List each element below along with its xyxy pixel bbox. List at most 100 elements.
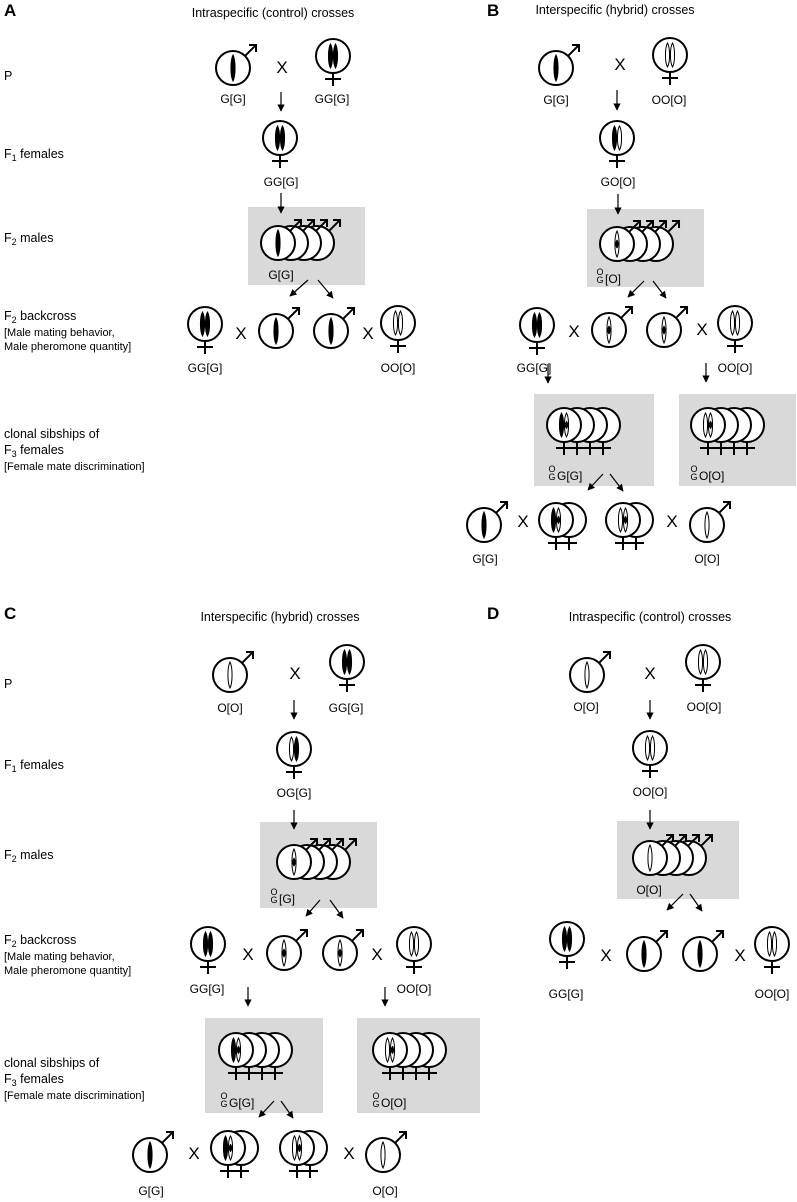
c-row-note-backcross-2: Male pheromone quantity] [4, 965, 131, 977]
d-bc-right-cross: X [734, 946, 745, 965]
chromosome-g [293, 735, 300, 763]
row-label-p: P [4, 69, 12, 83]
b-f2-geno: O G [O] [596, 267, 621, 286]
a-bc-left-female [187, 306, 223, 354]
male-symbol-shaft [305, 838, 318, 851]
b-f3-right-stack-top: O [690, 464, 697, 474]
chromosome-recombinant-segment [623, 515, 628, 525]
chromosome-g [481, 510, 487, 540]
b-p-male-geno: G[G] [543, 93, 568, 107]
b-arrow-f2-right [652, 280, 667, 299]
c-f3-right-geno: O G O[O] [372, 1091, 406, 1110]
chromosome-recombinant-segment [615, 239, 619, 249]
male-symbol-shaft [700, 834, 713, 847]
chromosome-o [584, 660, 590, 690]
d-bc-left-female-geno: GG[G] [549, 987, 584, 1001]
b-p-male [538, 43, 581, 86]
chromosome-g [550, 506, 557, 534]
a-p-male [215, 43, 258, 86]
chromosome-o [766, 930, 773, 958]
chromosome-o [392, 309, 399, 337]
a-p-male-geno: G[G] [220, 92, 245, 106]
b-f2-stack-top: O [596, 267, 603, 277]
chromosome-g [279, 124, 286, 152]
c-arrow-f2-right [329, 899, 344, 919]
c-row-label-f2: F2 males [4, 848, 53, 864]
b-test-right-male-geno: O[O] [694, 552, 719, 566]
b-arrow-f3-right [609, 473, 624, 492]
male-symbol-head [292, 306, 301, 315]
male-symbol-shaft [654, 220, 667, 233]
chromosome-g [199, 310, 206, 338]
c-bc-left-female [190, 926, 226, 974]
a-bc-right-female [380, 305, 416, 353]
c-f3-left-females [218, 1032, 293, 1080]
chromosome-recombinant-segment [390, 1045, 395, 1055]
a-bc-right-female-geno: OO[O] [381, 361, 416, 375]
c-f3-left-stack-top: O [220, 1091, 227, 1101]
male-symbol-head [307, 218, 316, 227]
chromosome-recombinant-segment [297, 1143, 302, 1153]
male-symbol-head [672, 219, 681, 228]
b-f3-right-suffix: O[O] [699, 469, 724, 483]
male-symbol-shaft [295, 929, 308, 942]
c-bc-right-cross: X [371, 945, 382, 964]
b-f3-left-females [546, 407, 621, 455]
c-p-cross: X [289, 664, 300, 683]
male-symbol-shaft [344, 838, 357, 851]
chromosome-g [332, 42, 339, 70]
chromosome-o [227, 660, 233, 690]
c-test-left-females [210, 1130, 259, 1178]
a-p-female-geno: GG[G] [315, 92, 350, 106]
b-p-cross: X [614, 55, 625, 74]
a-p-cross: X [276, 58, 287, 77]
chromosome-o [702, 648, 709, 676]
male-symbol-shaft [161, 1131, 174, 1144]
c-f3-right-females [372, 1032, 447, 1080]
chromosome-recombinant-segment [662, 325, 666, 335]
panel-a-letter: A [4, 1, 16, 20]
chromosome-o [644, 734, 651, 762]
male-symbol-shaft [342, 307, 355, 320]
b-arrow-f2-left [627, 280, 645, 298]
panel-c-letter: C [4, 604, 16, 623]
c-f3-right-suffix: O[O] [381, 1096, 406, 1110]
chromosome-g [641, 939, 647, 969]
d-bc-right-female-geno: OO[O] [755, 987, 790, 1001]
a-f2-males [260, 218, 342, 261]
b-bc-right-female-geno: OO[O] [718, 361, 753, 375]
chromosome-g [222, 1134, 229, 1162]
a-f2-geno: G[G] [268, 268, 293, 282]
male-symbol-shaft [394, 1131, 407, 1144]
male-symbol-head [723, 500, 732, 509]
d-p-male [569, 650, 612, 693]
b-bc-left-male [591, 305, 634, 348]
c-f3-right-stack-top: O [372, 1091, 379, 1101]
b-f3-left-stack-top: O [548, 464, 555, 474]
chromosome-o [616, 124, 623, 152]
c-test-left-male-geno: G[G] [138, 1184, 163, 1198]
c-row-label-f3-line2: F3 females [4, 1072, 64, 1088]
chromosome-o [408, 930, 415, 958]
male-symbol-shaft [655, 930, 668, 943]
male-symbol-shaft [620, 306, 633, 319]
male-symbol-head [646, 219, 655, 228]
chromosome-g [697, 939, 703, 969]
b-f2-suffix: [O] [605, 272, 621, 286]
c-arrow-f3-right [280, 1100, 294, 1119]
chromosome-o [704, 510, 710, 540]
panel-d-letter: D [487, 604, 499, 623]
chromosome-recombinant-segment [556, 515, 561, 525]
chromosome-g [204, 310, 211, 338]
male-symbol-head [333, 218, 342, 227]
c-bc-left-male [266, 928, 309, 971]
row-note-backcross-1: [Male mating behavior, [4, 327, 115, 339]
row-note-backcross-2: Male pheromone quantity] [4, 341, 131, 353]
b-arrow-f3-left [587, 473, 604, 491]
male-symbol-shaft [628, 220, 641, 233]
male-symbol-shaft [318, 838, 331, 851]
c-f3-left-stack-bottom: G [220, 1099, 227, 1109]
chromosome-g [230, 53, 236, 83]
b-test-left-male-geno: G[G] [472, 552, 497, 566]
